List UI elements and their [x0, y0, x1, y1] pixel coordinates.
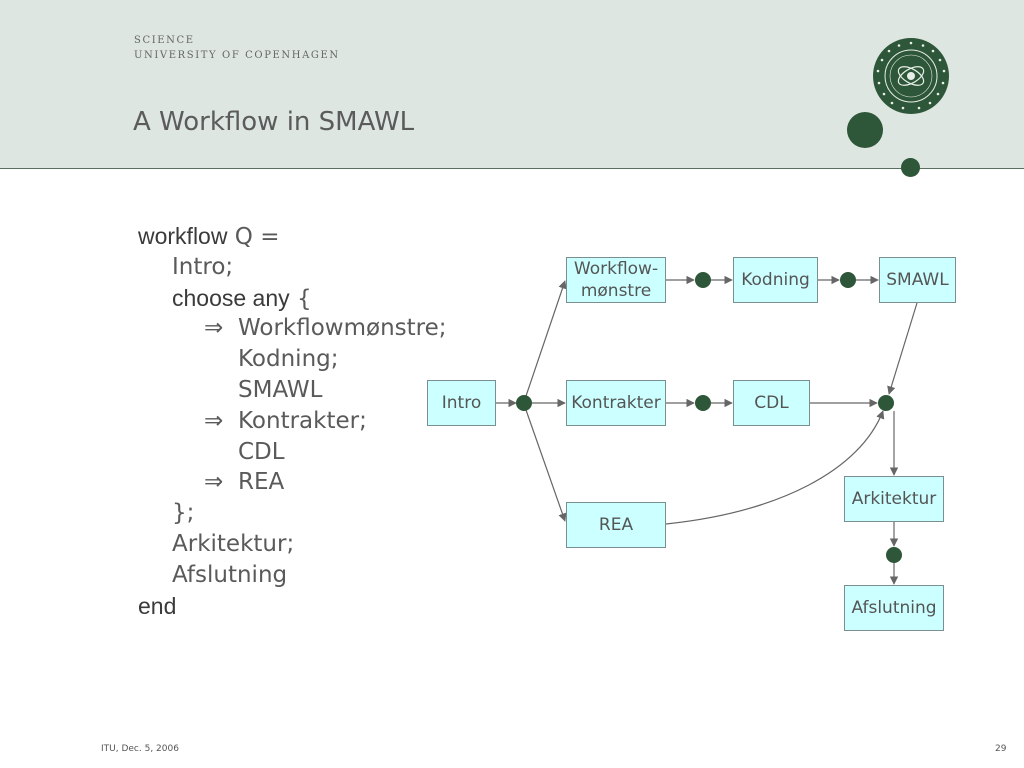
- institution-line-1: SCIENCE: [134, 35, 195, 46]
- code-line-rea: ⇒ REA: [138, 467, 447, 498]
- junction-merge: [878, 395, 894, 411]
- node-afslutning: Afslutning: [844, 585, 944, 631]
- university-seal-icon: [873, 38, 949, 114]
- code-line-kodning: Kodning;: [138, 344, 447, 375]
- footer-date: ITU, Dec. 5, 2006: [101, 744, 179, 754]
- code-workflow-rest: Q =: [234, 224, 280, 250]
- code-line-intro: Intro;: [138, 252, 447, 283]
- edge-rea-merge: [665, 410, 885, 525]
- keyword-workflow: workflow: [138, 223, 228, 249]
- implies-arrow-icon: ⇒: [204, 469, 224, 496]
- code-brace-close: };: [172, 500, 195, 527]
- code-line-arkitektur: Arkitektur;: [138, 529, 447, 560]
- node-workflow-monstre-line2: mønstre: [580, 281, 652, 301]
- code-line-choose-any: choose any {: [138, 283, 447, 314]
- code-line-cdl: CDL: [138, 437, 447, 468]
- keyword-end: end: [138, 592, 177, 619]
- implies-arrow-icon: ⇒: [204, 407, 224, 434]
- node-kontrakter: Kontrakter: [566, 380, 666, 426]
- node-smawl-label: SMAWL: [886, 270, 949, 290]
- junction-after-kodning: [840, 272, 856, 288]
- node-kodning: Kodning: [733, 257, 818, 303]
- code-line-afslutning: Afslutning: [138, 560, 447, 591]
- node-arkitektur-label: Arkitektur: [851, 489, 937, 509]
- junction-after-arkitektur: [886, 547, 902, 563]
- code-line-smawl: SMAWL: [138, 375, 447, 406]
- keyword-choose-any: choose any: [172, 284, 290, 311]
- node-cdl: CDL: [733, 380, 810, 426]
- junction-split: [516, 395, 532, 411]
- code-line-kontrakter: ⇒ Kontrakter;: [138, 406, 447, 437]
- code-workflowmonstre: Workflowmønstre;: [238, 315, 447, 342]
- node-workflow-monstre-line1: Workflow-: [573, 259, 659, 279]
- node-kodning-label: Kodning: [741, 270, 810, 290]
- institution-line-2: UNIVERSITY OF COPENHAGEN: [134, 50, 340, 61]
- header-band: SCIENCE UNIVERSITY OF COPENHAGEN A Workf…: [0, 0, 1024, 169]
- code-brace-open: {: [296, 285, 312, 312]
- code-afslutning: Afslutning: [172, 561, 288, 588]
- node-arkitektur: Arkitektur: [844, 476, 944, 522]
- code-smawl: SMAWL: [238, 376, 323, 403]
- code-arkitektur: Arkitektur;: [172, 530, 295, 557]
- slide-title: A Workflow in SMAWL: [133, 107, 415, 137]
- code-line-workflowmonstre: ⇒ Workflowmønstre;: [138, 313, 447, 344]
- code-line-workflow: workflow Q =: [138, 221, 447, 252]
- code-cdl: CDL: [238, 438, 285, 465]
- junction-after-kontrakter: [695, 395, 711, 411]
- code-rea: REA: [238, 469, 285, 496]
- node-intro-label: Intro: [441, 393, 482, 413]
- junction-after-workflow-monstre: [695, 272, 711, 288]
- node-intro: Intro: [427, 380, 496, 426]
- node-rea-label: REA: [598, 515, 634, 535]
- decorative-dot-large: [847, 112, 883, 148]
- node-rea: REA: [566, 502, 666, 548]
- page-number: 29: [995, 744, 1007, 754]
- implies-arrow-icon: ⇒: [204, 315, 224, 342]
- node-workflow-monstre: Workflow- mønstre: [566, 257, 666, 303]
- edge-junction-rea: [525, 409, 567, 522]
- edge-junction-workflow-monstre: [525, 280, 567, 397]
- edge-smawl-merge: [887, 302, 918, 395]
- code-listing: workflow Q = Intro; choose any { ⇒ Workfl…: [138, 221, 447, 621]
- code-kontrakter: Kontrakter;: [238, 407, 367, 434]
- node-kontrakter-label: Kontrakter: [571, 393, 661, 413]
- node-afslutning-label: Afslutning: [851, 598, 937, 618]
- code-line-end: end: [138, 591, 447, 622]
- code-intro: Intro;: [172, 253, 234, 280]
- code-kodning: Kodning;: [238, 346, 339, 373]
- decorative-dot-small: [901, 158, 920, 177]
- node-cdl-label: CDL: [754, 393, 789, 413]
- node-smawl: SMAWL: [879, 257, 956, 303]
- code-line-brace-close: };: [138, 498, 447, 529]
